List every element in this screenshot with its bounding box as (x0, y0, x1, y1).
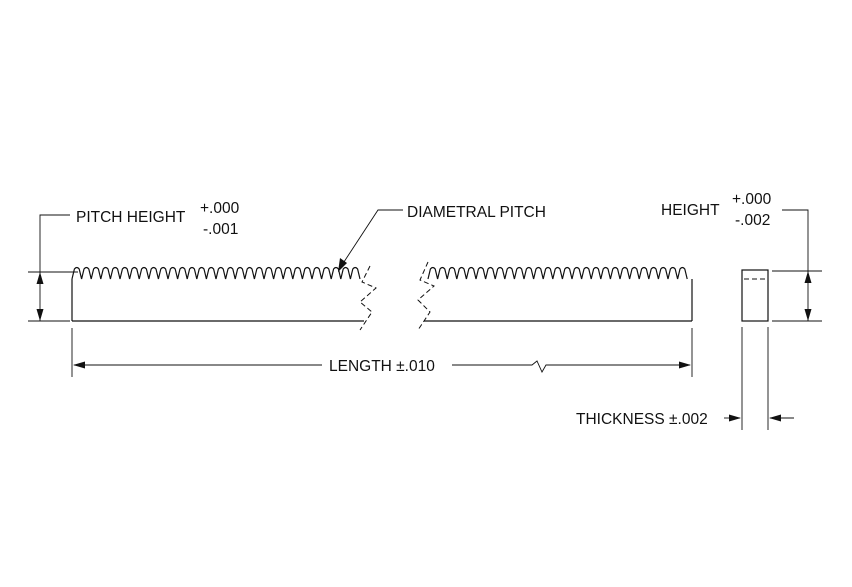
rack-end-view (741, 269, 769, 430)
thickness-dimension (724, 414, 794, 422)
diametral-pitch-leader (338, 209, 403, 272)
rack-left-segment (71, 265, 377, 331)
pitch-height-dimension (28, 214, 78, 322)
rack-right-segment (417, 261, 693, 331)
height-dimension (772, 209, 822, 322)
length-dimension (71, 328, 693, 377)
rack-teeth-right (427, 266, 688, 280)
rack-teeth-left (71, 266, 361, 280)
height-label: HEIGHT (661, 202, 720, 219)
diametral-pitch-label: DIAMETRAL PITCH (407, 204, 546, 221)
height-tol-minus: -.002 (735, 212, 770, 229)
break-line-right (417, 261, 435, 331)
length-label: LENGTH ±.010 (329, 358, 435, 375)
thickness-label: THICKNESS ±.002 (576, 411, 708, 428)
break-line-left (359, 265, 377, 331)
pitch-height-tol-plus: +.000 (200, 200, 240, 217)
pitch-height-label: PITCH HEIGHT (76, 209, 186, 226)
pitch-height-tol-minus: -.001 (203, 221, 238, 238)
height-tol-plus: +.000 (732, 191, 772, 208)
